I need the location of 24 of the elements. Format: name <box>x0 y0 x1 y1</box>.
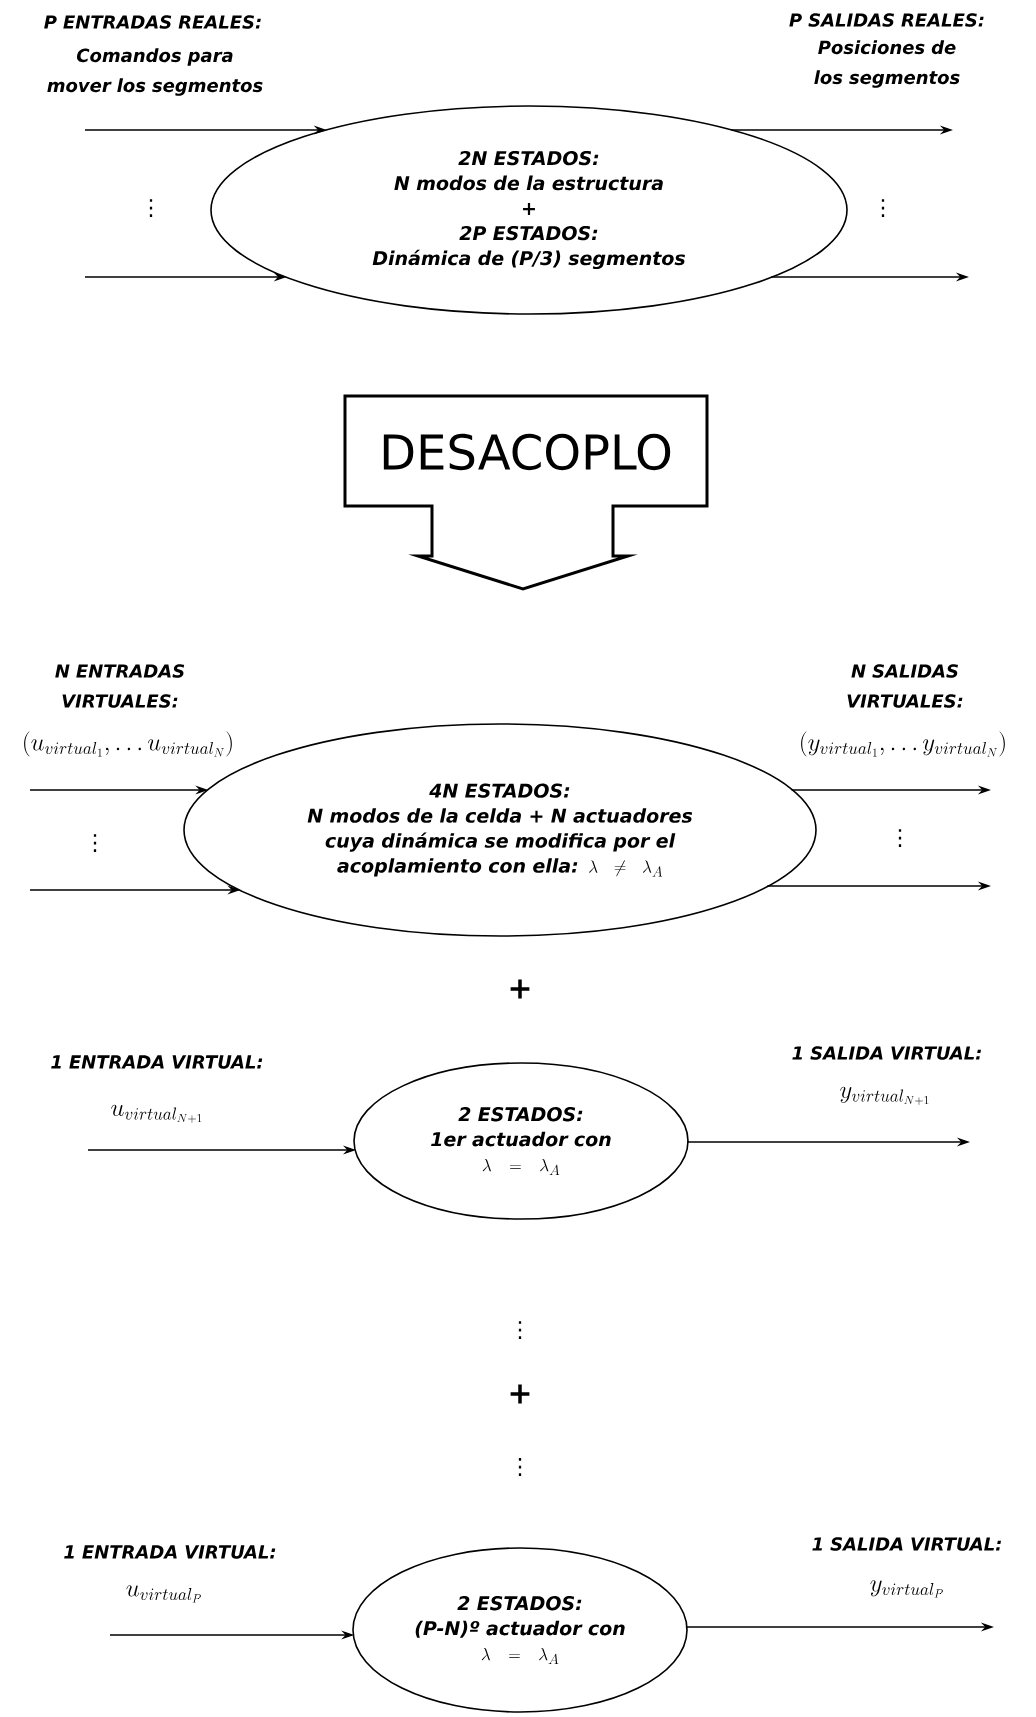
label: N ENTRADAS VIRTUALES: <box>55 664 185 708</box>
label: Posiciones de los segmentos <box>814 40 960 88</box>
vertical-ellipsis: ⋮ <box>93 834 97 852</box>
vertical-ellipsis: ⋮ <box>881 199 885 217</box>
label: Comandos para mover los segmentos <box>47 48 263 96</box>
label: 1 SALIDA VIRTUAL: <box>792 1046 981 1060</box>
formula-label: $(y_{virtual_1},\ldots y_{virtual_N})$ <box>801 731 1005 757</box>
formula-label: $y_{virtual_P}$ <box>870 1580 943 1598</box>
label: 1 ENTRADA VIRTUAL: <box>51 1055 263 1069</box>
formula-label: $y_{virtual_{N+1}}$ <box>840 1086 929 1105</box>
vertical-ellipsis: ⋮ <box>518 1321 522 1339</box>
label: P SALIDAS REALES: <box>789 13 984 27</box>
vertical-ellipsis: ⋮ <box>518 1458 522 1476</box>
label: P ENTRADAS REALES: <box>44 15 261 29</box>
label: 1 ENTRADA VIRTUAL: <box>64 1545 276 1559</box>
label: 1 SALIDA VIRTUAL: <box>812 1537 1001 1551</box>
vertical-ellipsis: ⋮ <box>898 829 902 847</box>
plus-sign: + <box>510 979 530 999</box>
vertical-ellipsis: ⋮ <box>149 199 153 217</box>
formula-label: $(u_{virtual_1},\ldots u_{virtual_N})$ <box>24 731 232 757</box>
plus-sign: + <box>510 1384 530 1404</box>
formula-label: $u_{virtual_{N+1}}$ <box>111 1104 202 1123</box>
label: N SALIDAS VIRTUALES: <box>847 664 963 708</box>
formula-label: $u_{virtual_P}$ <box>126 1585 201 1603</box>
